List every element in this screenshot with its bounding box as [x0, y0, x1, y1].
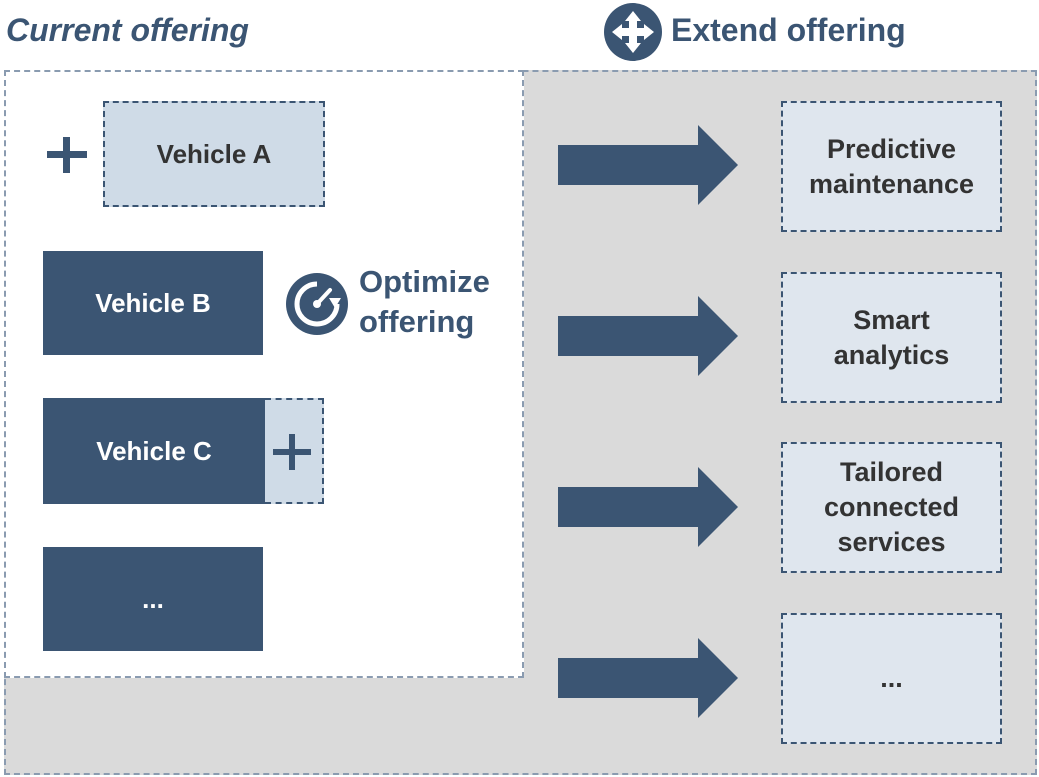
vehicle-b-box: Vehicle B: [43, 251, 263, 355]
vehicle-a-box: Vehicle A: [103, 101, 325, 207]
gauge-refresh-icon: [286, 273, 348, 335]
right-arrow-icon: [558, 296, 738, 376]
service-label-line: Smart: [853, 304, 930, 335]
right-arrow-icon: [558, 638, 738, 718]
service-label-line: Predictive: [826, 133, 957, 164]
extend-offering-heading: Extend offering: [671, 12, 906, 48]
service-label-line: analytics: [833, 339, 950, 370]
service-more: ...: [781, 613, 1002, 744]
plus-icon: [273, 434, 311, 470]
service-label-line: services: [837, 527, 946, 557]
current-offering-heading: Current offering: [6, 12, 249, 48]
right-arrow-icon: [558, 467, 738, 547]
service-smart-analytics: Smart analytics: [781, 272, 1002, 403]
move-arrows-icon: [604, 3, 662, 61]
service-label-line: maintenance: [808, 168, 975, 199]
plus-icon: [47, 137, 87, 173]
optimize-offering-line2: offering: [359, 304, 475, 339]
more-vehicles-box: ...: [43, 547, 263, 651]
service-predictive-maintenance: Predictive maintenance: [781, 101, 1002, 232]
right-arrow-icon: [558, 125, 738, 205]
service-label-line: Tailored: [839, 457, 944, 487]
more-vehicles-label: ...: [142, 583, 164, 614]
service-tailored-connected-services: Tailored connected services: [781, 442, 1002, 573]
vehicle-b-label: Vehicle B: [95, 287, 211, 318]
vehicle-c-box: Vehicle C: [43, 398, 265, 504]
vehicle-c-label: Vehicle C: [96, 435, 212, 466]
service-label-line: connected: [823, 492, 960, 522]
service-label-line: ...: [880, 663, 903, 693]
vehicle-a-label: Vehicle A: [156, 138, 272, 169]
vehicle-c-addon: [265, 398, 324, 504]
optimize-offering-line1: Optimize: [359, 264, 490, 299]
